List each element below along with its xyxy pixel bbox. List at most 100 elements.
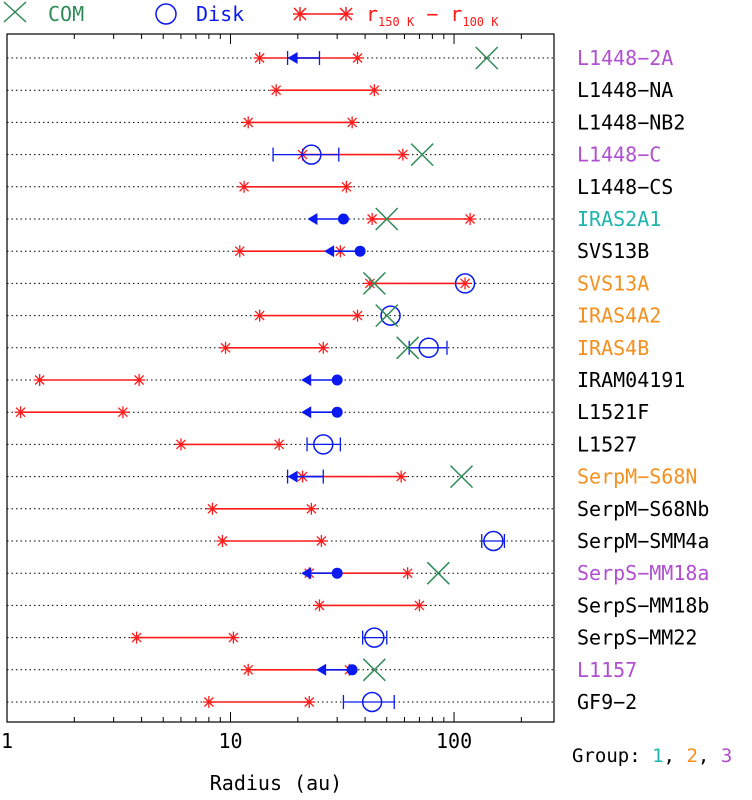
range-star-stroke xyxy=(396,471,407,482)
source-row xyxy=(313,599,426,612)
source-label: L1448−NA xyxy=(577,78,673,102)
group-legend-1: 1 xyxy=(652,745,663,767)
range-min-star xyxy=(238,180,251,193)
range-min-star xyxy=(216,535,229,547)
source-row xyxy=(307,207,477,231)
range-star-stroke xyxy=(465,214,476,224)
source-labels: L1448−2AL1448−NAL1448−NB2L1448−CL1448−CS… xyxy=(577,46,709,714)
range-min-star xyxy=(206,502,219,515)
com-marker-stroke xyxy=(449,465,474,489)
range-star-stroke xyxy=(341,181,352,192)
range-max-star xyxy=(395,470,408,483)
source-label: SerpS−MM18a xyxy=(577,561,709,585)
range-star-stroke xyxy=(316,536,327,546)
range-max-star xyxy=(340,180,353,193)
com-marker-stroke xyxy=(426,561,450,585)
legend-range-minus: − xyxy=(414,2,450,26)
legend-com-marker xyxy=(3,1,27,23)
data-marks xyxy=(14,46,506,713)
range-star-stroke xyxy=(306,503,317,514)
upper-limit-arrow-head xyxy=(316,663,327,676)
range-min-star xyxy=(33,374,46,386)
grid-layer xyxy=(7,57,554,703)
range-max-star xyxy=(401,567,414,580)
range-star-stroke xyxy=(207,503,218,514)
x-tick-label: 100 xyxy=(436,729,472,753)
group-legend-sep-2: , xyxy=(698,745,709,767)
source-label: SerpS−MM18b xyxy=(577,593,709,617)
source-row xyxy=(253,46,499,70)
range-min-star xyxy=(174,438,187,451)
source-row xyxy=(301,561,450,585)
range-star-stroke xyxy=(352,53,363,63)
range-min-star xyxy=(130,631,143,644)
legend: COM Disk r150 K − r100 K xyxy=(3,1,499,29)
range-star-stroke xyxy=(117,407,128,418)
range-min-star xyxy=(253,52,266,64)
source-label: IRAS2A1 xyxy=(577,207,661,231)
range-star-stroke xyxy=(402,568,413,579)
range-max-star xyxy=(273,438,286,451)
range-star-stroke xyxy=(318,342,329,353)
range-star-stroke xyxy=(347,117,358,128)
disk-marker xyxy=(301,144,322,165)
disk-marker xyxy=(418,337,439,359)
upper-limit-arrow-head xyxy=(301,406,312,419)
range-max-star xyxy=(317,341,330,354)
legend-range-marker xyxy=(293,7,353,21)
range-max-star xyxy=(303,696,316,708)
source-label: GF9−2 xyxy=(577,690,637,714)
range-max-star xyxy=(396,148,409,161)
source-row xyxy=(219,336,448,360)
source-row xyxy=(14,406,343,419)
legend-range-r2: r xyxy=(450,2,462,26)
range-max-star xyxy=(351,52,364,64)
range-star-stroke xyxy=(203,697,214,707)
upper-limit-arrow-head xyxy=(324,245,335,258)
range-min-star xyxy=(14,406,27,419)
source-label: L1448−C xyxy=(577,143,661,167)
range-min-star xyxy=(219,341,232,354)
range-min-star xyxy=(233,245,246,258)
x-tick-label: 1 xyxy=(1,729,13,753)
range-min-star xyxy=(270,84,283,97)
range-star-stroke xyxy=(243,117,254,128)
range-star-stroke xyxy=(304,697,315,707)
range-min-star xyxy=(202,696,215,708)
source-label: L1448−2A xyxy=(577,46,673,70)
source-row xyxy=(286,465,474,489)
group-legend-label: Group: xyxy=(572,745,641,767)
range-star-stroke xyxy=(175,439,186,450)
group-legend: Group: 1, 2, 3 xyxy=(572,745,732,767)
source-label: SVS13B xyxy=(577,239,649,263)
source-label: IRAS4B xyxy=(577,336,649,360)
com-marker-stroke xyxy=(375,304,399,328)
source-label: SerpM−SMM4a xyxy=(577,529,709,553)
range-star-stroke xyxy=(254,53,265,63)
source-label: L1448−CS xyxy=(577,175,673,199)
plot-frame xyxy=(6,33,555,723)
source-label: IRAS4A2 xyxy=(577,304,661,328)
range-max-star xyxy=(464,213,477,225)
com-marker-stroke xyxy=(362,658,386,682)
source-label: IRAM04191 xyxy=(577,368,685,392)
range-star-stroke xyxy=(217,536,228,546)
source-label: L1157 xyxy=(577,658,637,682)
com-marker-stroke xyxy=(375,207,399,231)
source-label: L1527 xyxy=(577,432,637,456)
source-row xyxy=(242,116,359,129)
range-star-stroke xyxy=(15,407,26,418)
range-max-star xyxy=(133,374,146,386)
range-max-star xyxy=(413,599,426,612)
source-row xyxy=(242,658,386,682)
legend-disk-label: Disk xyxy=(196,2,244,26)
disk-marker xyxy=(454,273,476,294)
source-label: SerpM−S68Nb xyxy=(577,497,709,521)
disk-marker xyxy=(483,530,504,552)
legend-range-sub1: 150 K xyxy=(378,15,415,29)
range-star-stroke xyxy=(271,85,282,96)
source-row xyxy=(202,691,395,713)
source-row xyxy=(130,627,388,648)
